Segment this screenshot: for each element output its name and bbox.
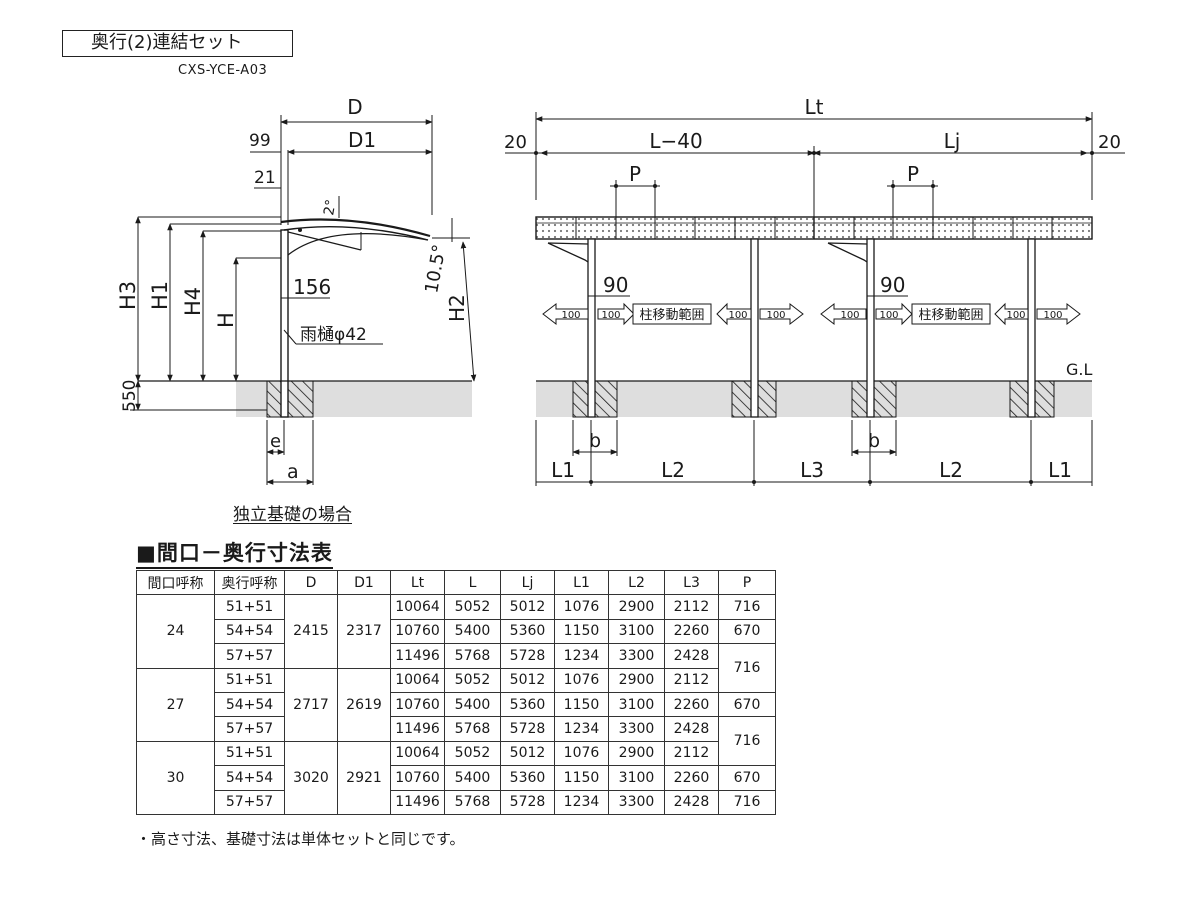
post xyxy=(280,229,289,418)
col-header: D xyxy=(284,569,338,596)
svg-text:100: 100 xyxy=(1043,310,1062,321)
dim-H1: H1 xyxy=(148,281,172,310)
ground-level-label: G.L xyxy=(1066,360,1092,379)
dim-Lt: Lt xyxy=(805,95,824,119)
dim-99: 99 xyxy=(249,131,271,151)
col-header: L2 xyxy=(608,569,665,596)
dim-L2-left: L2 xyxy=(661,458,685,482)
col-header: Lj xyxy=(500,569,555,596)
dim-H: H xyxy=(214,312,238,328)
col-header: L3 xyxy=(664,569,719,596)
dim-H4: H4 xyxy=(181,287,205,316)
dim-L1-right: L1 xyxy=(1048,458,1072,482)
front-view: Lt L−40 Lj 20 20 P P 90 90 100 xyxy=(504,95,1125,486)
dim-L3: L3 xyxy=(800,458,824,482)
table-title: ■間口－奥行寸法表 xyxy=(136,537,333,569)
dim-Lj: Lj xyxy=(944,129,961,153)
svg-text:柱移動範囲: 柱移動範囲 xyxy=(639,308,704,323)
model-code: CXS-YCE-A03 xyxy=(178,63,268,78)
set-title: 奥行(2)連結セット xyxy=(62,30,293,57)
col-header: D1 xyxy=(337,569,391,596)
angle-10-5: 10.5° xyxy=(421,243,450,295)
svg-text:100: 100 xyxy=(879,310,898,321)
col-header: L xyxy=(444,569,501,596)
footnote: ・高さ寸法、基礎寸法は単体セットと同じです。 xyxy=(136,830,465,848)
ground-band-front xyxy=(536,381,1092,417)
dim-90-right: 90 xyxy=(880,273,905,297)
svg-text:100: 100 xyxy=(728,310,747,321)
dim-P-left: P xyxy=(629,162,641,186)
svg-text:100: 100 xyxy=(840,310,859,321)
dim-L-40: L−40 xyxy=(649,129,702,153)
roof-top xyxy=(280,218,431,238)
col-header: L1 xyxy=(554,569,609,596)
dim-a: a xyxy=(287,461,299,483)
col-header: 間口呼称 xyxy=(136,569,215,596)
dim-L1-left: L1 xyxy=(551,458,575,482)
foundation xyxy=(266,380,314,418)
dim-b-left: b xyxy=(589,430,601,452)
dim-P-right: P xyxy=(907,162,919,186)
dim-20-right: 20 xyxy=(1098,132,1121,153)
dim-156: 156 xyxy=(293,275,331,299)
dim-D: D xyxy=(347,95,362,119)
pillar-range-right: 100 100 柱移動範囲 100 100 xyxy=(820,302,1081,326)
table-header-row: 間口呼称 奥行呼称 D D1 Lt L Lj L1 L2 L3 P xyxy=(136,569,776,596)
col-header: 奥行呼称 xyxy=(214,569,285,596)
pillar-range-left: 100 100 柱移動範囲 100 100 xyxy=(542,302,804,326)
dim-21: 21 xyxy=(254,168,276,188)
dim-550: 550 xyxy=(120,380,140,412)
technical-drawing: D D1 99 21 2° 10.5° H2 H3 H1 H4 H 550 15… xyxy=(116,95,1125,486)
dim-L2-right: L2 xyxy=(939,458,963,482)
dim-D1: D1 xyxy=(348,128,376,152)
dim-20-left: 20 xyxy=(504,132,527,153)
col-header: P xyxy=(718,569,776,596)
dimension-table: 間口呼称 奥行呼称 D D1 Lt L Lj L1 L2 L3 P 24 51+… xyxy=(136,569,776,815)
angle-2: 2° xyxy=(321,198,340,216)
svg-text:100: 100 xyxy=(561,310,580,321)
svg-text:100: 100 xyxy=(1006,310,1025,321)
svg-text:柱移動範囲: 柱移動範囲 xyxy=(918,308,983,323)
svg-text:100: 100 xyxy=(766,310,785,321)
dim-b-right: b xyxy=(868,430,880,452)
dim-H2: H2 xyxy=(445,294,469,322)
dim-H3: H3 xyxy=(116,281,140,310)
col-header: Lt xyxy=(390,569,445,596)
svg-text:100: 100 xyxy=(601,310,620,321)
foundation-caption: 独立基礎の場合 xyxy=(233,505,352,525)
dim-e: e xyxy=(270,431,281,452)
gutter-label: 雨樋φ42 xyxy=(300,325,367,345)
dim-90-left: 90 xyxy=(603,273,628,297)
side-view: D D1 99 21 2° 10.5° H2 H3 H1 H4 H 550 15… xyxy=(116,95,477,485)
